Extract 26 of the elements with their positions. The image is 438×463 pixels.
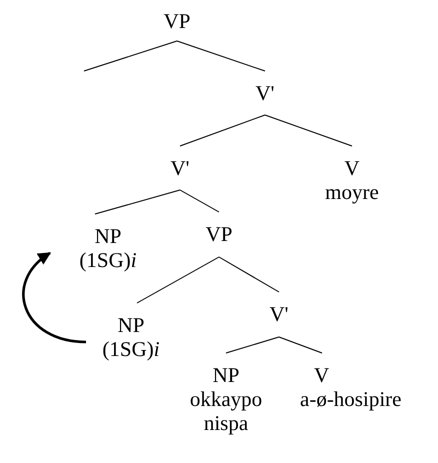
category-label: V' — [256, 81, 274, 105]
tree-branch — [84, 40, 178, 72]
word-label: moyre — [325, 180, 379, 204]
word-label: a-ø-hosipire — [300, 387, 402, 411]
category-label: VP — [206, 222, 232, 246]
tree-branch — [180, 114, 266, 146]
word-label: (1SG)i — [79, 248, 137, 272]
tree-branch — [218, 256, 280, 292]
category-label: V' — [170, 156, 190, 180]
category-label: NP — [94, 224, 122, 248]
word-label: okkaypo nispa — [188, 387, 264, 435]
tree-branch — [278, 336, 322, 354]
category-label: NP — [118, 313, 144, 337]
movement-arrow — [22, 252, 86, 344]
category-label: VP — [164, 9, 190, 33]
tree-branch — [176, 40, 266, 72]
tree-branch — [226, 336, 280, 354]
word-label: (1SG)i — [102, 337, 160, 361]
category-label: V — [313, 363, 330, 387]
tree-branch — [94, 190, 180, 214]
category-label: NP — [212, 363, 240, 387]
category-label: V' — [270, 302, 288, 326]
tree-branch — [180, 190, 220, 212]
category-label: V — [344, 156, 360, 180]
tree-branch — [136, 256, 220, 304]
tree-branch — [264, 114, 352, 146]
